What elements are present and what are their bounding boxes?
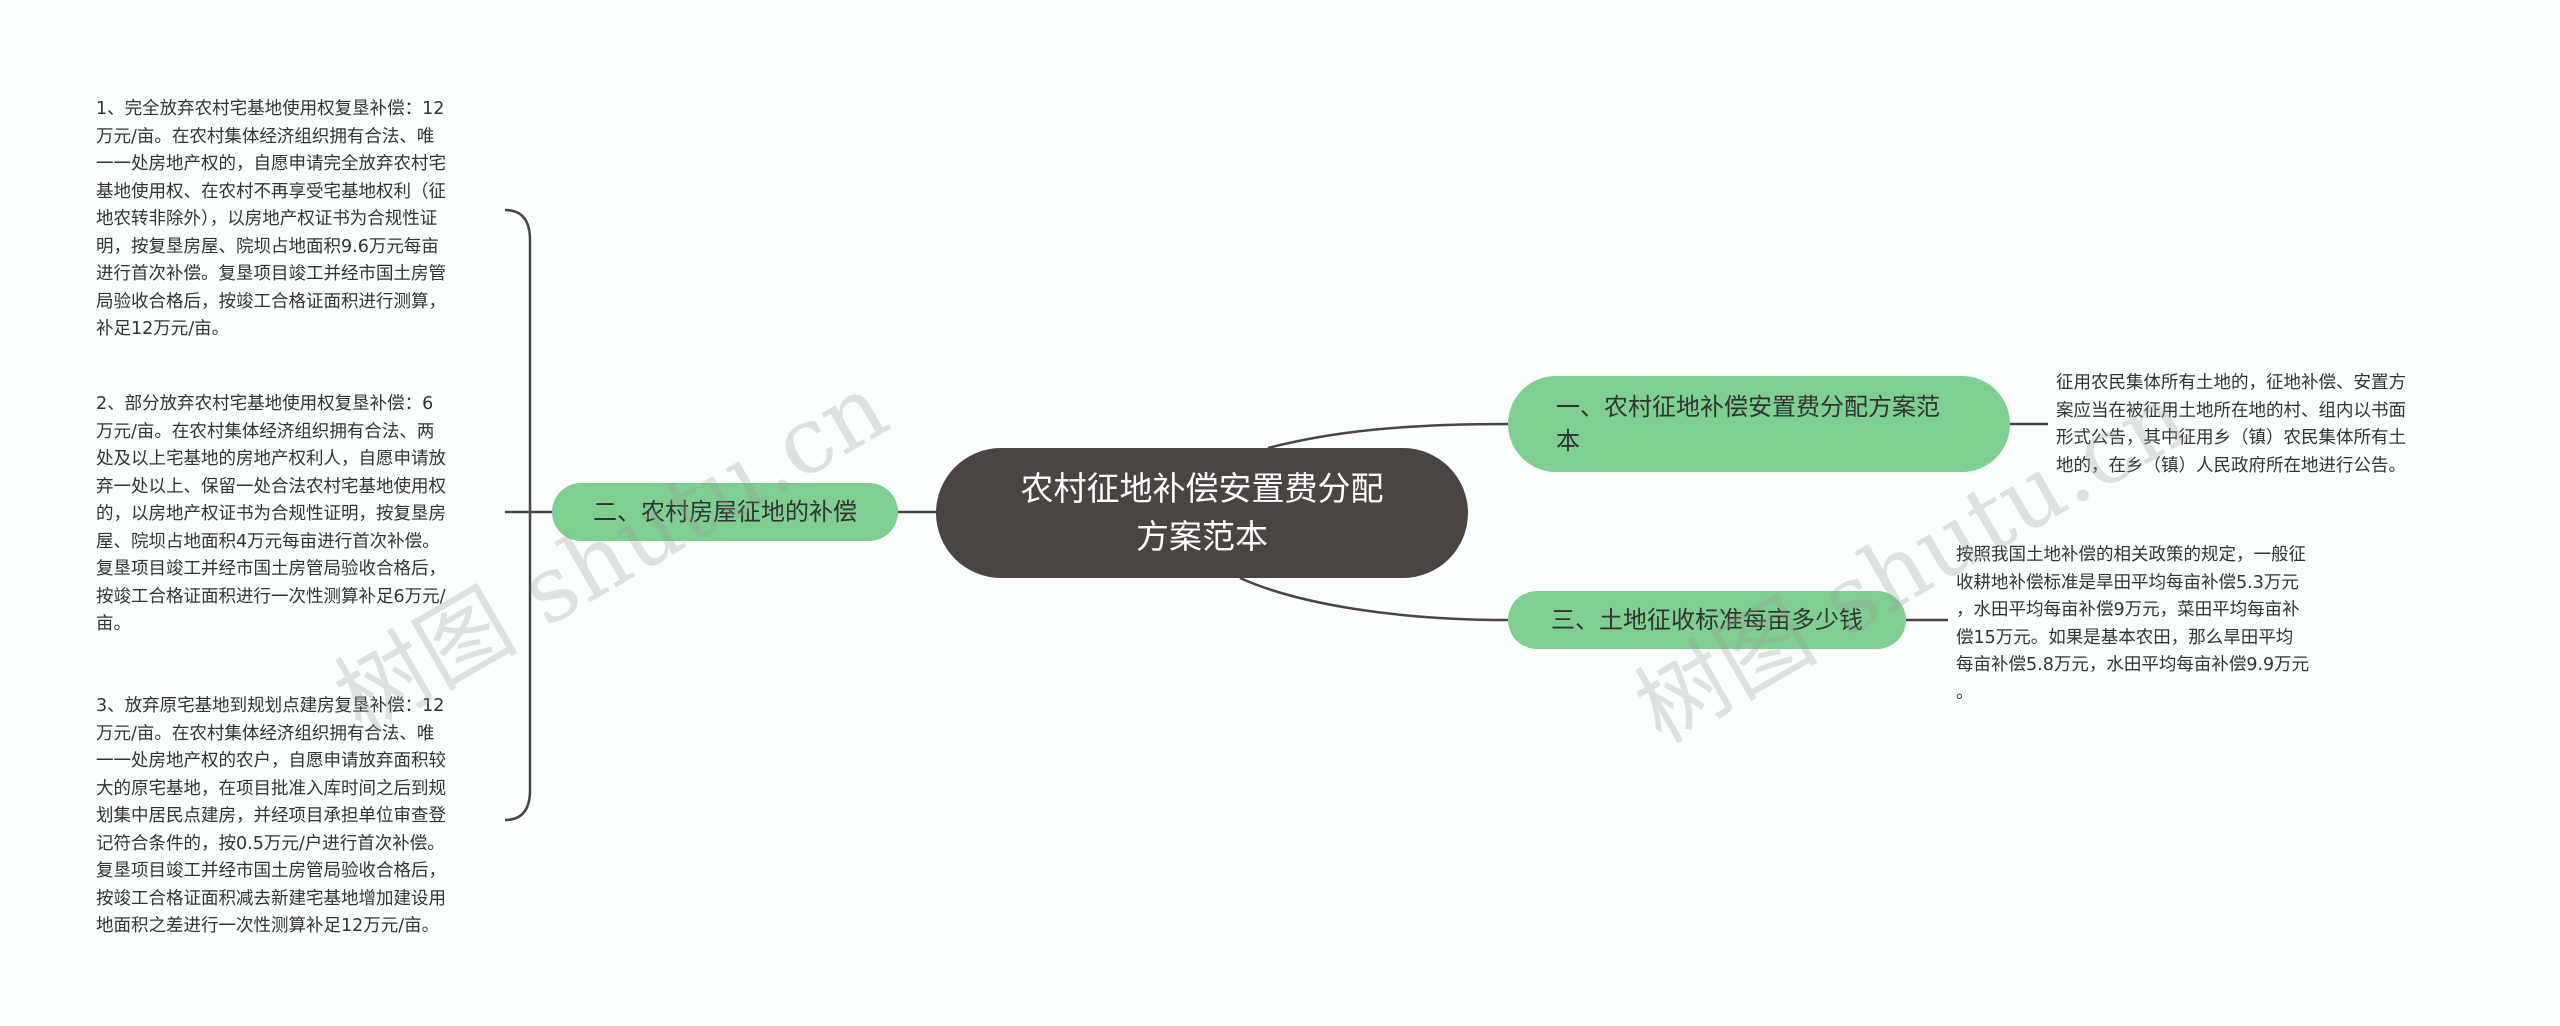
leaf-text-5: 3、放弃原宅基地到规划点建房复垦补偿：12 万元/亩。在农村集体经济组织拥有合法… (96, 696, 446, 936)
leaf-text-2: 按照我国土地补偿的相关政策的规定，一般征 收耕地补偿标准是旱田平均每亩补偿5.3… (1956, 545, 2310, 703)
branch-label-1: 一、农村征地补偿安置费分配方案范本 (1556, 393, 1940, 455)
root-node[interactable]: 农村征地补偿安置费分配方案范本 (936, 448, 1468, 578)
leaf-text-1: 征用农民集体所有土地的，征地补偿、安置方 案应当在被征用土地所在地的村、组内以书… (2056, 373, 2406, 476)
leaf-text-4: 2、部分放弃农村宅基地使用权复垦补偿：6 万元/亩。在农村集体经济组织拥有合法、… (96, 394, 446, 634)
leaf-text-3: 1、完全放弃农村宅基地使用权复垦补偿：12 万元/亩。在农村集体经济组织拥有合法… (96, 99, 446, 339)
branch-label-3: 三、土地征收标准每亩多少钱 (1551, 606, 1863, 634)
branch-node-2[interactable]: 二、农村房屋征地的补偿 (552, 483, 898, 541)
link-root-branch-2 (1239, 576, 1509, 622)
link-root-branch-1 (1267, 422, 1509, 450)
left-bracket (504, 208, 532, 822)
branch-node-1[interactable]: 一、农村征地补偿安置费分配方案范本 (1508, 376, 2010, 472)
branch-label-2: 二、农村房屋征地的补偿 (593, 498, 857, 526)
branch-node-3[interactable]: 三、土地征收标准每亩多少钱 (1508, 591, 1906, 649)
root-title: 农村征地补偿安置费分配方案范本 (1020, 469, 1384, 556)
